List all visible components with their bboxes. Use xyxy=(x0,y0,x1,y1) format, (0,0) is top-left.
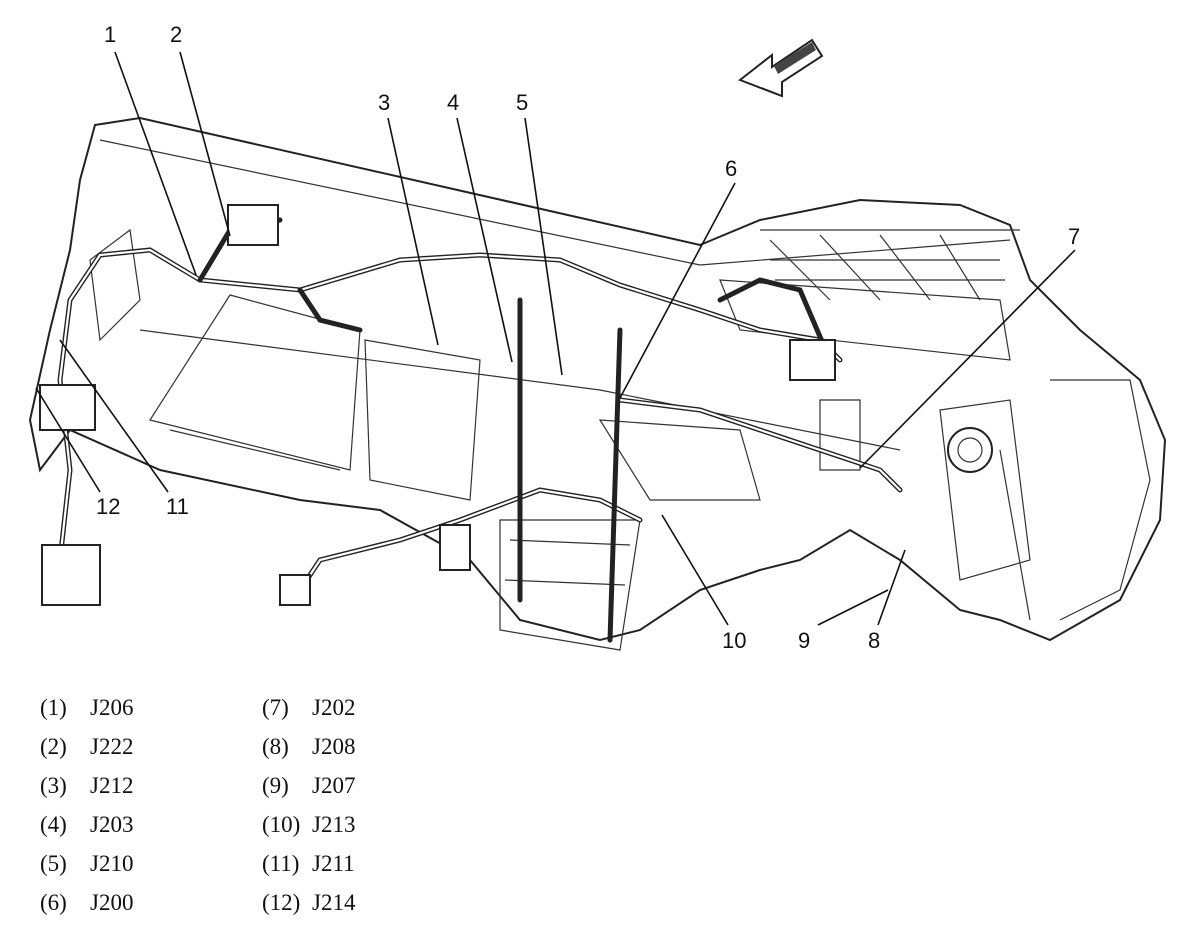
callout-9: 9 xyxy=(798,628,810,653)
legend-item: (2) J222 xyxy=(40,727,133,766)
legend-number: (8) xyxy=(262,734,289,759)
legend-code: J207 xyxy=(312,773,356,798)
connector-block-right xyxy=(789,339,836,381)
legend-number: (9) xyxy=(262,773,289,798)
legend-code: J211 xyxy=(312,851,355,876)
legend-number: (10) xyxy=(262,812,301,837)
callout-12: 12 xyxy=(96,494,120,519)
callout-6: 6 xyxy=(725,156,737,181)
callout-labels: 1 2 3 4 5 6 7 8 9 10 11 12 xyxy=(96,22,1080,653)
wiring-harness xyxy=(57,217,903,643)
callout-1: 1 xyxy=(104,22,116,47)
legend-item: (11) J211 xyxy=(262,844,355,883)
legend-column-left: (1)J206 (2)J222 (3)J212 (4)J203 (5)J210 … xyxy=(40,688,133,922)
leader-7 xyxy=(859,249,1076,469)
legend-item: (4) J203 xyxy=(40,805,133,844)
instrument-panel-harness-diagram: 1 2 3 4 5 6 7 8 9 10 11 12 xyxy=(28,22,1167,653)
leader-8 xyxy=(877,549,906,626)
legend-number: (4) xyxy=(40,812,67,837)
callout-8: 8 xyxy=(868,628,880,653)
callout-3: 3 xyxy=(378,90,390,115)
leader-10 xyxy=(661,514,729,626)
legend-number: (12) xyxy=(262,890,301,915)
leader-11 xyxy=(59,339,169,493)
legend-item: (6) J200 xyxy=(40,883,133,922)
legend-code: J202 xyxy=(312,695,356,720)
legend-number: (7) xyxy=(262,695,289,720)
callout-11: 11 xyxy=(166,494,189,519)
legend-item: (10) J213 xyxy=(262,805,355,844)
callout-10: 10 xyxy=(722,628,746,653)
legend-number: (2) xyxy=(40,734,67,759)
leader-6 xyxy=(619,182,736,399)
connector-block-left xyxy=(39,384,96,431)
leader-4 xyxy=(456,117,513,363)
legend-item: (1) J206 xyxy=(40,688,133,727)
connector-pigtail-center xyxy=(279,574,311,606)
leader-12 xyxy=(35,387,101,493)
legend-item: (5) J210 xyxy=(40,844,133,883)
callout-4: 4 xyxy=(447,90,459,115)
legend-number: (1) xyxy=(40,695,67,720)
connector-legend: (1)J206 (2)J222 (3)J212 (4)J203 (5)J210 … xyxy=(40,688,440,928)
leader-3 xyxy=(387,117,439,346)
connector-lower-center xyxy=(439,524,471,571)
leader-9 xyxy=(817,589,889,626)
legend-code: J200 xyxy=(90,890,134,915)
legend-item: (3) J212 xyxy=(40,766,133,805)
callout-2: 2 xyxy=(170,22,182,47)
leader-5 xyxy=(524,117,563,376)
leader-lines xyxy=(35,51,1076,626)
legend-item: (9) J207 xyxy=(262,766,355,805)
legend-code: J208 xyxy=(312,734,356,759)
legend-item: (8) J208 xyxy=(262,727,355,766)
legend-code: J213 xyxy=(312,812,356,837)
legend-column-right: (7) J202 (8) J208 (9) J207 (10) J213 (11) J21… xyxy=(262,688,355,922)
leader-1 xyxy=(114,51,197,276)
legend-number: (6) xyxy=(40,890,67,915)
legend-item: (7) J202 xyxy=(262,688,355,727)
leader-2 xyxy=(179,51,231,237)
legend-code: J206 xyxy=(90,695,134,720)
legend-number: (5) xyxy=(40,851,67,876)
connectors xyxy=(39,204,836,606)
front-arrow-icon xyxy=(737,38,824,98)
legend-code: J222 xyxy=(90,734,134,759)
legend-code: J203 xyxy=(90,812,134,837)
callout-5: 5 xyxy=(516,90,528,115)
connector-pigtail-left xyxy=(41,544,101,606)
legend-number: (11) xyxy=(262,851,300,876)
legend-code: J210 xyxy=(90,851,134,876)
legend-number: (3) xyxy=(40,773,67,798)
legend-item: (12) J214 xyxy=(262,883,355,922)
instrument-panel-carrier xyxy=(28,116,1167,651)
legend-code: J214 xyxy=(312,890,356,915)
connector-upper-left xyxy=(227,204,279,246)
callout-7: 7 xyxy=(1068,224,1080,249)
legend-code: J212 xyxy=(90,773,134,798)
